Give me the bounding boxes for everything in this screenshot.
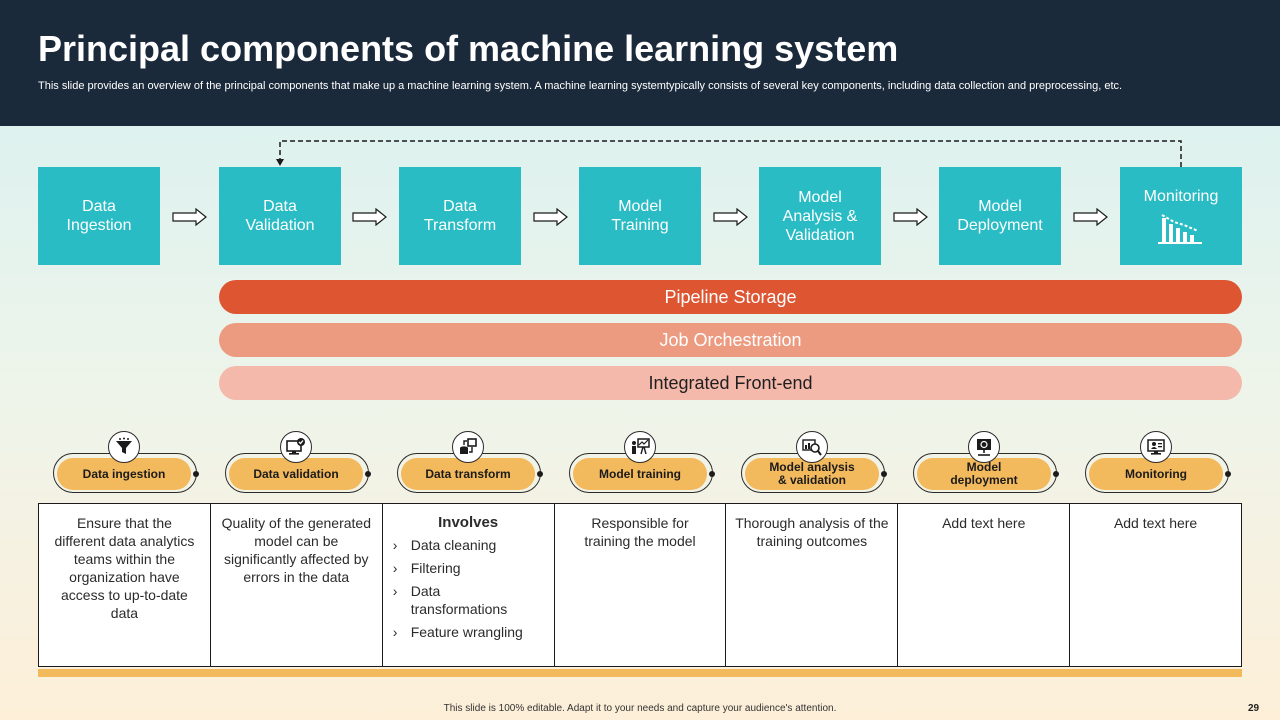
cell-heading: Involves (438, 514, 499, 531)
cell-text: Add text here (942, 515, 1026, 531)
connector-dot (365, 471, 371, 477)
integrated-frontend-bar: Integrated Front-end (219, 366, 1242, 400)
bar-label: Integrated Front-end (648, 372, 813, 393)
table-cell-model-training: Responsible for training the model (555, 504, 727, 666)
involves-list: Data cleaning Filtering Data transformat… (391, 536, 546, 641)
flow-arrow (713, 208, 748, 226)
cell-text: Thorough analysis of the training outcom… (735, 515, 889, 549)
footer-note: This slide is 100% editable. Adapt it to… (443, 703, 837, 714)
table-cell-monitoring: Add text here (1070, 504, 1241, 666)
table-cell-model-deployment: Add text here (898, 504, 1071, 666)
table-cell-model-analysis: Thorough analysis of the training outcom… (726, 504, 899, 666)
connector-dot (193, 471, 199, 477)
connector-dot (537, 471, 543, 477)
job-orchestration-bar: Job Orchestration (219, 323, 1242, 357)
step-model-training: Model Training (579, 167, 701, 265)
bar-chart-declining-icon (1158, 213, 1202, 244)
bar-label: Pipeline Storage (664, 286, 797, 307)
step-label: Model Analysis & Validation (782, 188, 858, 244)
list-item: Feature wrangling (391, 623, 546, 641)
step-monitoring: Monitoring (1120, 167, 1242, 265)
table-base-strip (38, 669, 1242, 677)
step-label: Data Ingestion (66, 198, 132, 234)
cell-text: Ensure that the different data analytics… (54, 515, 195, 621)
network-monitor-icon (968, 431, 1000, 463)
list-item: Filtering (391, 559, 546, 577)
card-title: Model training (573, 458, 707, 490)
card-header-data-transform: Data transform (395, 431, 545, 495)
flow-arrow (352, 208, 387, 226)
funnel-filter-icon (108, 431, 140, 463)
card-header-data-validation: Data validation (223, 431, 373, 495)
step-data-validation: Data Validation (219, 167, 341, 265)
card-title: Monitoring (1089, 458, 1223, 490)
connector-dot (1225, 471, 1231, 477)
chart-magnifier-icon (796, 431, 828, 463)
page-number: 29 (1248, 703, 1260, 714)
pipeline-storage-bar: Pipeline Storage (219, 280, 1242, 314)
list-item: Data transformations (391, 582, 521, 618)
connector-dot (1053, 471, 1059, 477)
card-title: Data validation (229, 458, 363, 490)
step-label: Data Validation (245, 198, 315, 234)
step-model-deployment: Model Deployment (939, 167, 1061, 265)
connector-dot (709, 471, 715, 477)
monitor-check-icon (280, 431, 312, 463)
presenter-board-icon (624, 431, 656, 463)
page-subtitle: This slide provides an overview of the p… (38, 80, 1123, 92)
card-title: Model deployment (917, 458, 1051, 490)
card-title: Data transform (401, 458, 535, 490)
card-title: Data ingestion (57, 458, 191, 490)
cell-text: Responsible for training the model (584, 515, 696, 549)
step-data-ingestion: Data Ingestion (38, 167, 160, 265)
flow-arrow (1073, 208, 1108, 226)
table-cell-data-ingestion: Ensure that the different data analytics… (39, 504, 211, 666)
header-banner: Principal components of machine learning… (0, 0, 1280, 126)
step-model-analysis-validation: Model Analysis & Validation (759, 167, 881, 265)
flow-arrow (533, 208, 568, 226)
bar-label: Job Orchestration (659, 329, 802, 350)
card-title: Model analysis & validation (745, 458, 879, 490)
connector-dot (881, 471, 887, 477)
card-header-model-training: Model training (567, 431, 717, 495)
table-cell-data-transform: Involves Data cleaning Filtering Data tr… (383, 504, 555, 666)
step-data-transform: Data Transform (399, 167, 521, 265)
card-header-model-analysis: Model analysis & validation (739, 431, 889, 495)
step-label: Monitoring (1143, 187, 1219, 205)
page-title: Principal components of machine learning… (38, 28, 899, 69)
flow-arrow (172, 208, 207, 226)
card-header-model-deployment: Model deployment (911, 431, 1061, 495)
cell-text: Quality of the generated model can be si… (221, 515, 371, 585)
card-header-data-ingestion: Data ingestion (51, 431, 201, 495)
table-cell-data-validation: Quality of the generated model can be si… (211, 504, 383, 666)
monitor-person-icon (1140, 431, 1172, 463)
list-item: Data cleaning (391, 536, 546, 554)
database-transform-icon (452, 431, 484, 463)
step-label: Model Deployment (957, 198, 1043, 234)
step-label: Model Training (611, 198, 669, 234)
flow-arrow (893, 208, 928, 226)
step-label: Data Transform (423, 198, 497, 234)
description-table: Ensure that the different data analytics… (38, 503, 1242, 667)
cell-text: Add text here (1113, 515, 1198, 531)
card-header-monitoring: Monitoring (1083, 431, 1233, 495)
